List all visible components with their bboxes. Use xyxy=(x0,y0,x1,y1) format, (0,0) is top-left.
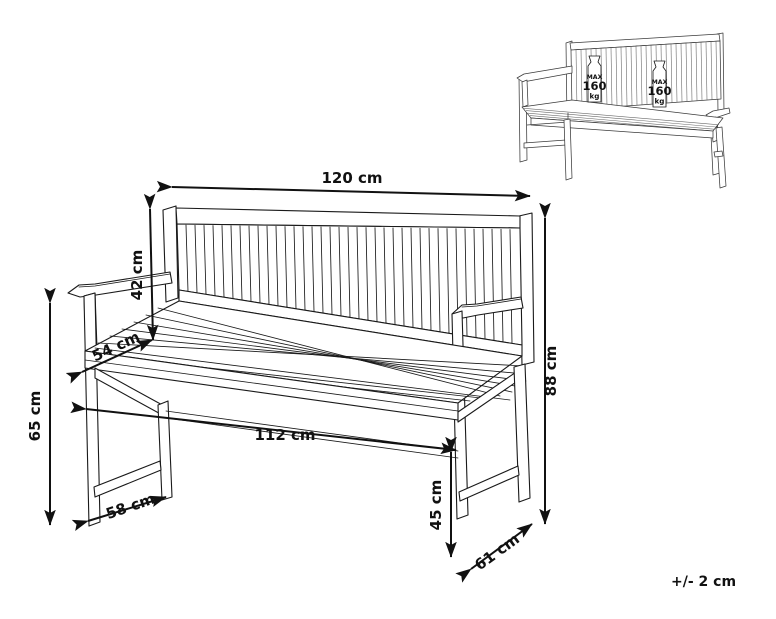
dimension-seat-height: 45 cm xyxy=(427,436,457,558)
tolerance-note: +/- 2 cm xyxy=(671,574,736,590)
load-badge-unit: kg xyxy=(590,92,600,101)
dimension-label-seat-inner-width: 112 cm xyxy=(254,426,315,444)
dimension-total-height: 88 cm xyxy=(539,202,560,525)
load-badge-value: 160 xyxy=(647,84,671,98)
dimension-label-total-height: 88 cm xyxy=(542,346,560,397)
dimension-under-seat-height: 65 cm xyxy=(26,287,56,526)
load-badge-max-label: MAX xyxy=(652,79,668,86)
dimension-seat-inner-width: 112 cm xyxy=(70,401,457,455)
load-badge-unit: kg xyxy=(655,97,665,106)
dimension-label-overall-width: 120 cm xyxy=(321,169,382,187)
dimension-label-seat-height: 45 cm xyxy=(427,480,445,531)
load-badge-max-label: MAX xyxy=(587,74,603,81)
dimension-label-backrest-height: 42 cm xyxy=(128,250,146,301)
inset-bench-illustration: MAX 160 kg MAX 160 kg xyxy=(516,32,731,189)
dimension-label-under-seat-height: 65 cm xyxy=(26,391,44,442)
dimension-backrest-height: 42 cm xyxy=(128,193,159,341)
dimension-overall-width: 120 cm xyxy=(156,169,531,202)
load-badge: MAX 160 kg xyxy=(647,60,672,108)
load-badge-value: 160 xyxy=(582,79,606,93)
load-badge: MAX 160 kg xyxy=(582,55,607,103)
